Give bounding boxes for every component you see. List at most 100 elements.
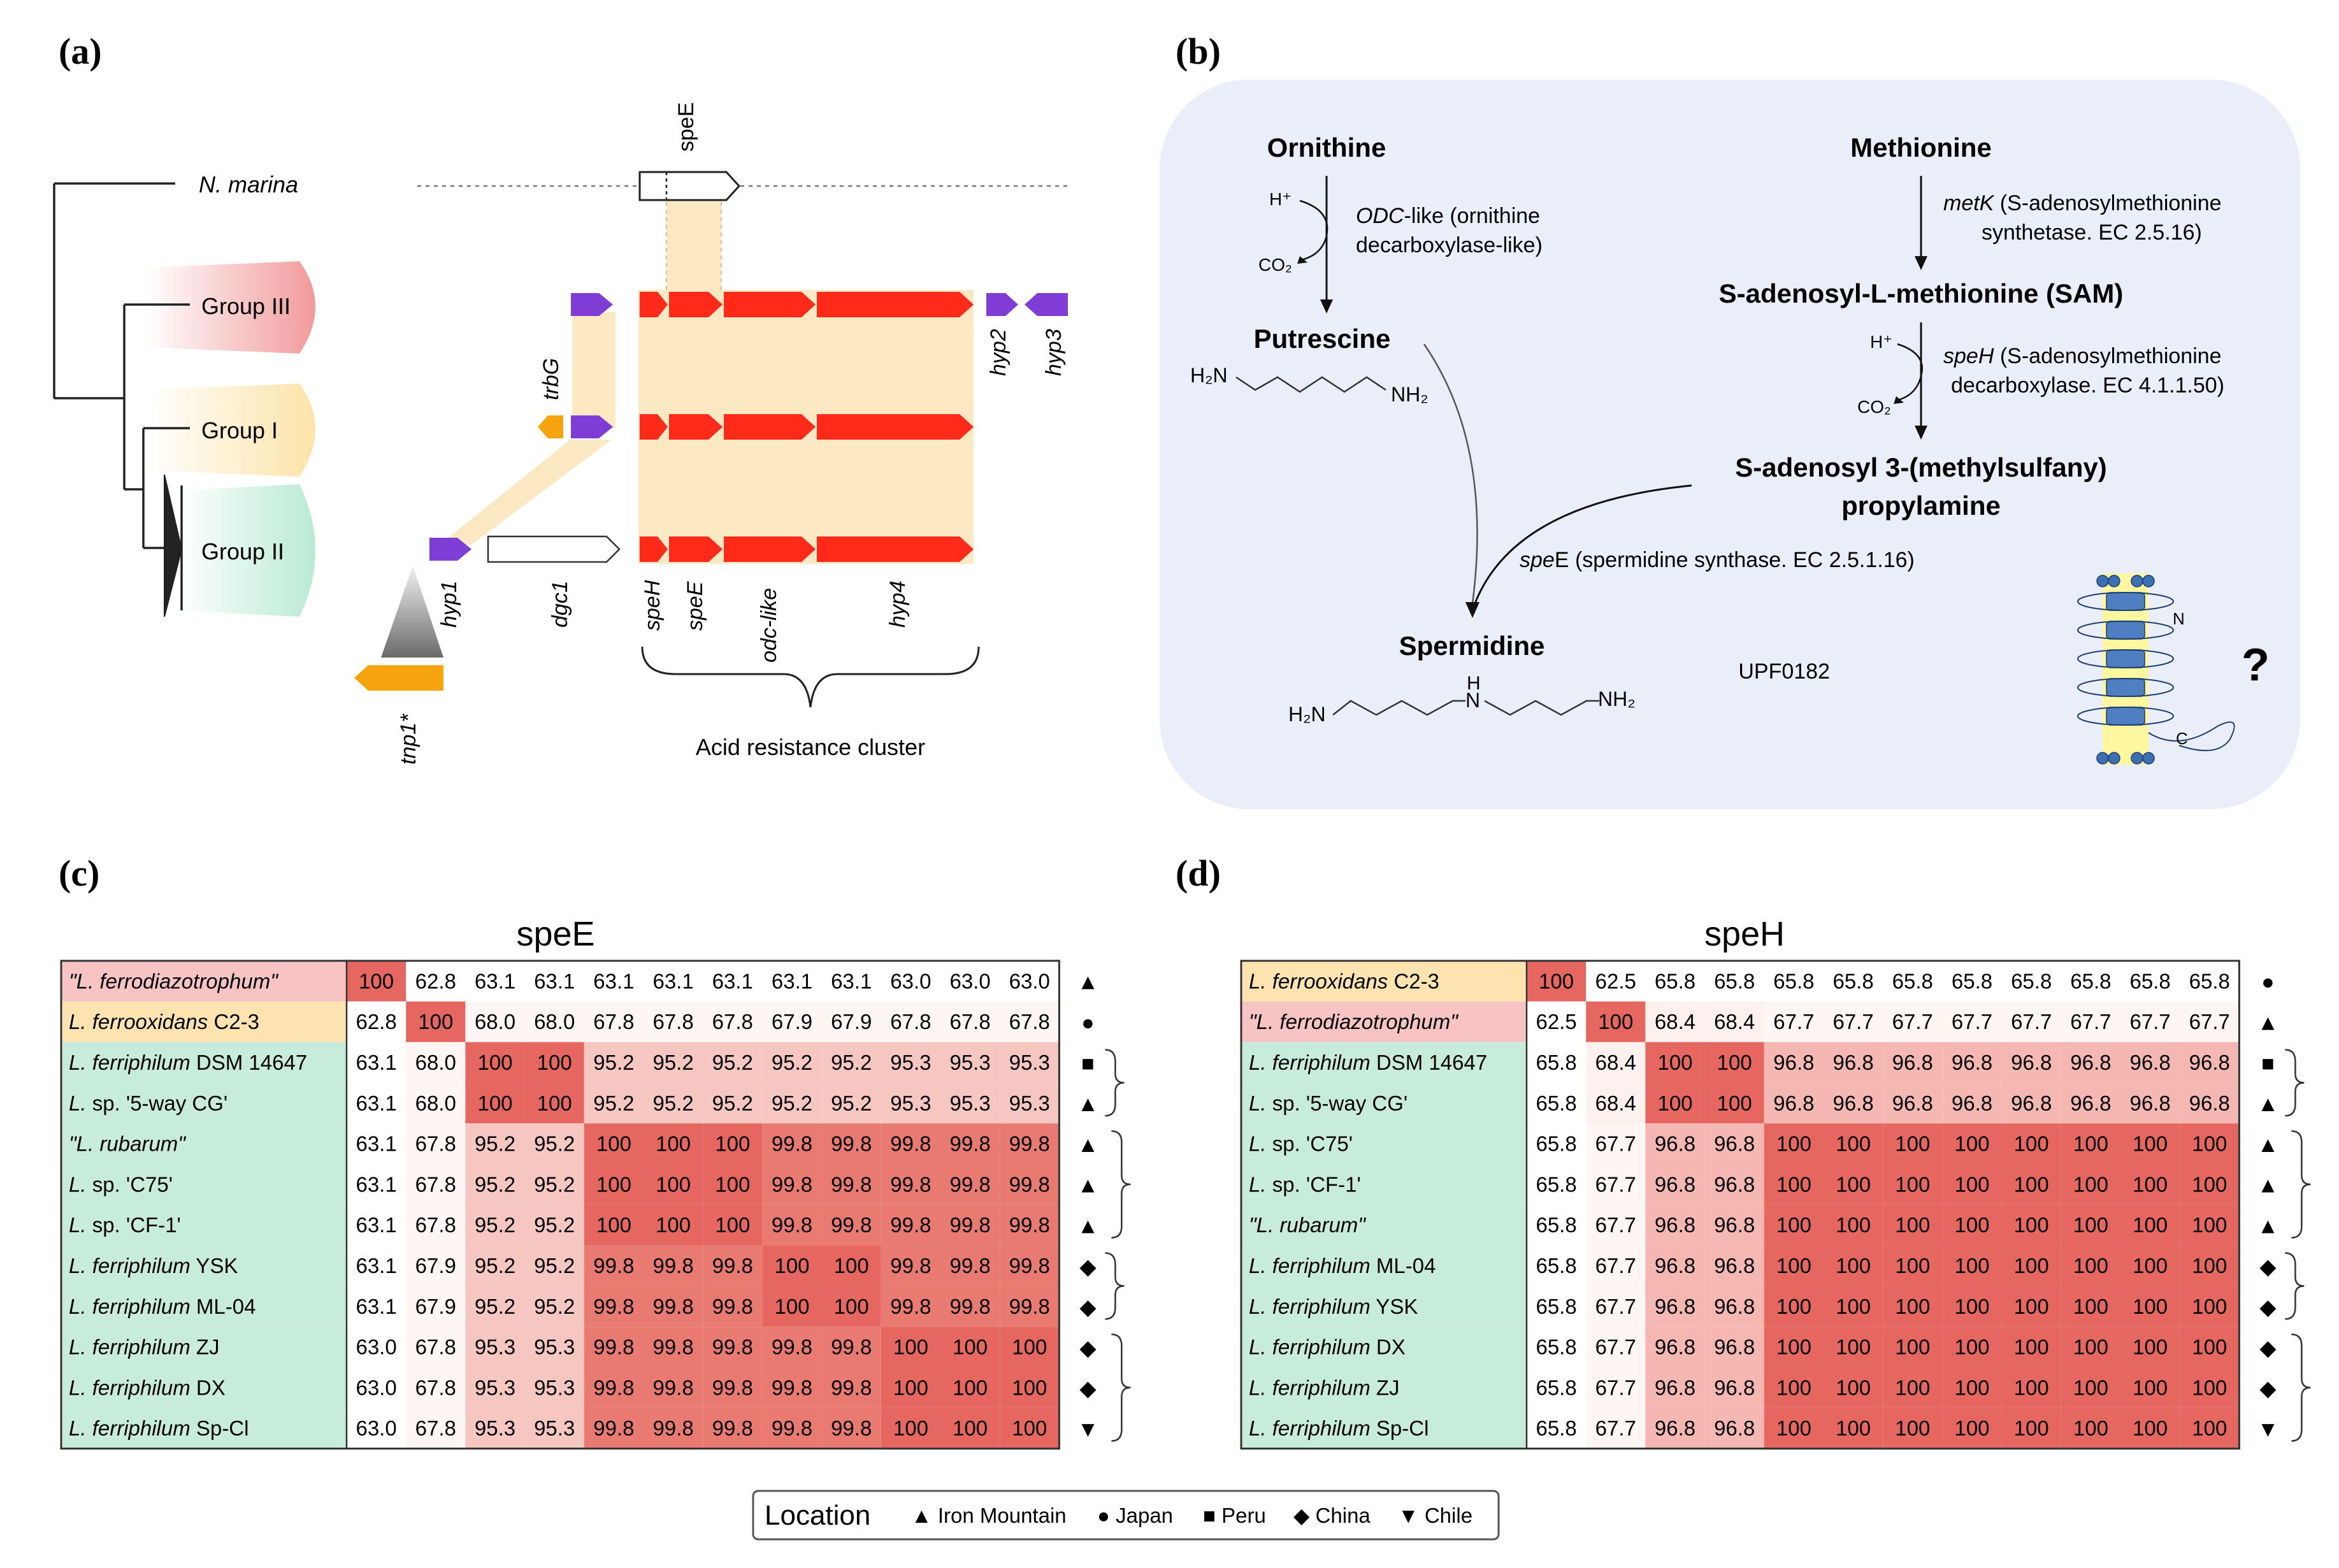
identity-value: 100	[2192, 1376, 2227, 1399]
identity-value: 99.8	[712, 1416, 753, 1440]
location-symbol: ◆	[2259, 1377, 2277, 1401]
row-label: "L. rubarum"	[1249, 1213, 1366, 1237]
row-label-cell	[61, 1204, 347, 1246]
gene-tnp1	[354, 665, 443, 691]
identity-cell	[1942, 961, 2002, 1002]
hplus-2: H⁺	[1870, 332, 1892, 352]
identity-cell	[1527, 1082, 1587, 1124]
identity-value: 63.1	[593, 969, 634, 993]
legend-item: ● Japan	[1097, 1504, 1173, 1527]
identity-cell	[1942, 1367, 2002, 1408]
identity-value: 95.2	[534, 1254, 575, 1277]
identity-cell	[2061, 1001, 2120, 1042]
identity-value: 100	[596, 1172, 631, 1196]
identity-value: 100	[715, 1172, 750, 1196]
identity-value: 67.7	[1595, 1335, 1636, 1359]
identity-cell	[881, 1204, 940, 1246]
identity-cell	[821, 1123, 881, 1164]
identity-cell	[2061, 1123, 2120, 1164]
identity-value: 68.0	[534, 1010, 575, 1033]
identity-cell	[1824, 1367, 1883, 1408]
identity-value: 100	[774, 1254, 809, 1277]
identity-value: 96.8	[1655, 1416, 1695, 1440]
identity-cell	[347, 1367, 407, 1408]
row-label: L. ferriphilum DX	[69, 1376, 226, 1399]
row-label-cell	[1241, 1286, 1527, 1327]
spermidine-structure-left	[1332, 700, 1465, 716]
identity-value: 96.8	[1952, 1091, 1992, 1115]
location-symbol: ●	[2261, 970, 2275, 995]
identity-value: 63.1	[356, 1091, 396, 1115]
identity-value: 63.1	[356, 1254, 396, 1277]
identity-cell	[524, 1164, 584, 1205]
identity-value: 63.0	[1009, 969, 1050, 993]
identity-cell	[1645, 1123, 1705, 1164]
identity-cell	[1645, 1204, 1705, 1246]
identity-cell	[524, 1204, 584, 1246]
identity-cell	[940, 1286, 1000, 1327]
identity-cell	[1586, 1123, 1646, 1164]
row-label-cell	[61, 1286, 347, 1327]
identity-value: 96.8	[1714, 1213, 1755, 1237]
identity-cell	[1645, 1042, 1705, 1083]
identity-value: 100	[1776, 1376, 1811, 1399]
identity-value: 96.8	[1892, 1051, 1933, 1074]
identity-cell	[644, 1245, 703, 1286]
identity-cell	[2180, 1123, 2240, 1164]
identity-cell	[2001, 1001, 2061, 1042]
identity-cell	[2001, 1367, 2061, 1408]
identity-value: 63.0	[890, 969, 931, 993]
identity-cell	[821, 1245, 881, 1286]
identity-cell	[940, 1082, 1000, 1124]
row-label: L. ferriphilum ML-04	[69, 1295, 255, 1318]
strain-brace	[1105, 1252, 1125, 1320]
identity-value: 99.8	[831, 1416, 872, 1440]
identity-value: 99.8	[890, 1213, 931, 1237]
identity-value: 100	[656, 1132, 691, 1156]
identity-value: 99.8	[831, 1376, 872, 1399]
identity-value: 100	[1836, 1254, 1871, 1277]
identity-value: 99.8	[890, 1132, 931, 1156]
identity-value: 67.8	[890, 1010, 931, 1033]
row-label: L. ferriphilum ZJ	[1249, 1376, 1400, 1399]
identity-cell	[1704, 1407, 1764, 1449]
identity-value: 100	[2073, 1254, 2108, 1277]
identity-cell	[2120, 1245, 2180, 1286]
gene-spee-n-marina	[638, 171, 741, 201]
identity-cell	[1883, 1367, 1943, 1408]
identity-cell	[881, 1327, 940, 1367]
identity-cell	[881, 1245, 940, 1286]
identity-value: 100	[1895, 1213, 1930, 1237]
identity-cell	[1942, 1001, 2002, 1042]
identity-value: 63.1	[356, 1295, 396, 1318]
identity-cell	[1704, 1286, 1764, 1327]
gene-row-group-ii	[429, 535, 974, 563]
taxon-group-ii: Group II	[201, 538, 284, 565]
identity-value: 67.8	[652, 1010, 693, 1033]
identity-cell	[1586, 1286, 1646, 1327]
identity-value: 95.3	[534, 1376, 575, 1399]
gene-trbg	[538, 415, 563, 438]
speh-matrix-title: speH	[1704, 915, 1785, 953]
identity-value: 99.8	[831, 1172, 872, 1196]
identity-value: 99.8	[1009, 1295, 1050, 1318]
gene-purple-g3	[571, 293, 613, 316]
identity-cell	[2120, 1204, 2180, 1246]
identity-value: 100	[1836, 1335, 1871, 1359]
row-label-cell	[61, 1042, 347, 1083]
identity-cell	[762, 1245, 822, 1286]
identity-value: 100	[1895, 1376, 1930, 1399]
identity-value: 67.7	[1892, 1010, 1933, 1033]
identity-cell	[644, 1327, 703, 1367]
identity-cell	[1704, 1123, 1764, 1164]
identity-value: 96.8	[1714, 1376, 1755, 1399]
identity-cell	[1527, 1001, 1587, 1042]
panel-label-d: (d)	[1176, 852, 1221, 894]
identity-value: 100	[2192, 1172, 2227, 1196]
